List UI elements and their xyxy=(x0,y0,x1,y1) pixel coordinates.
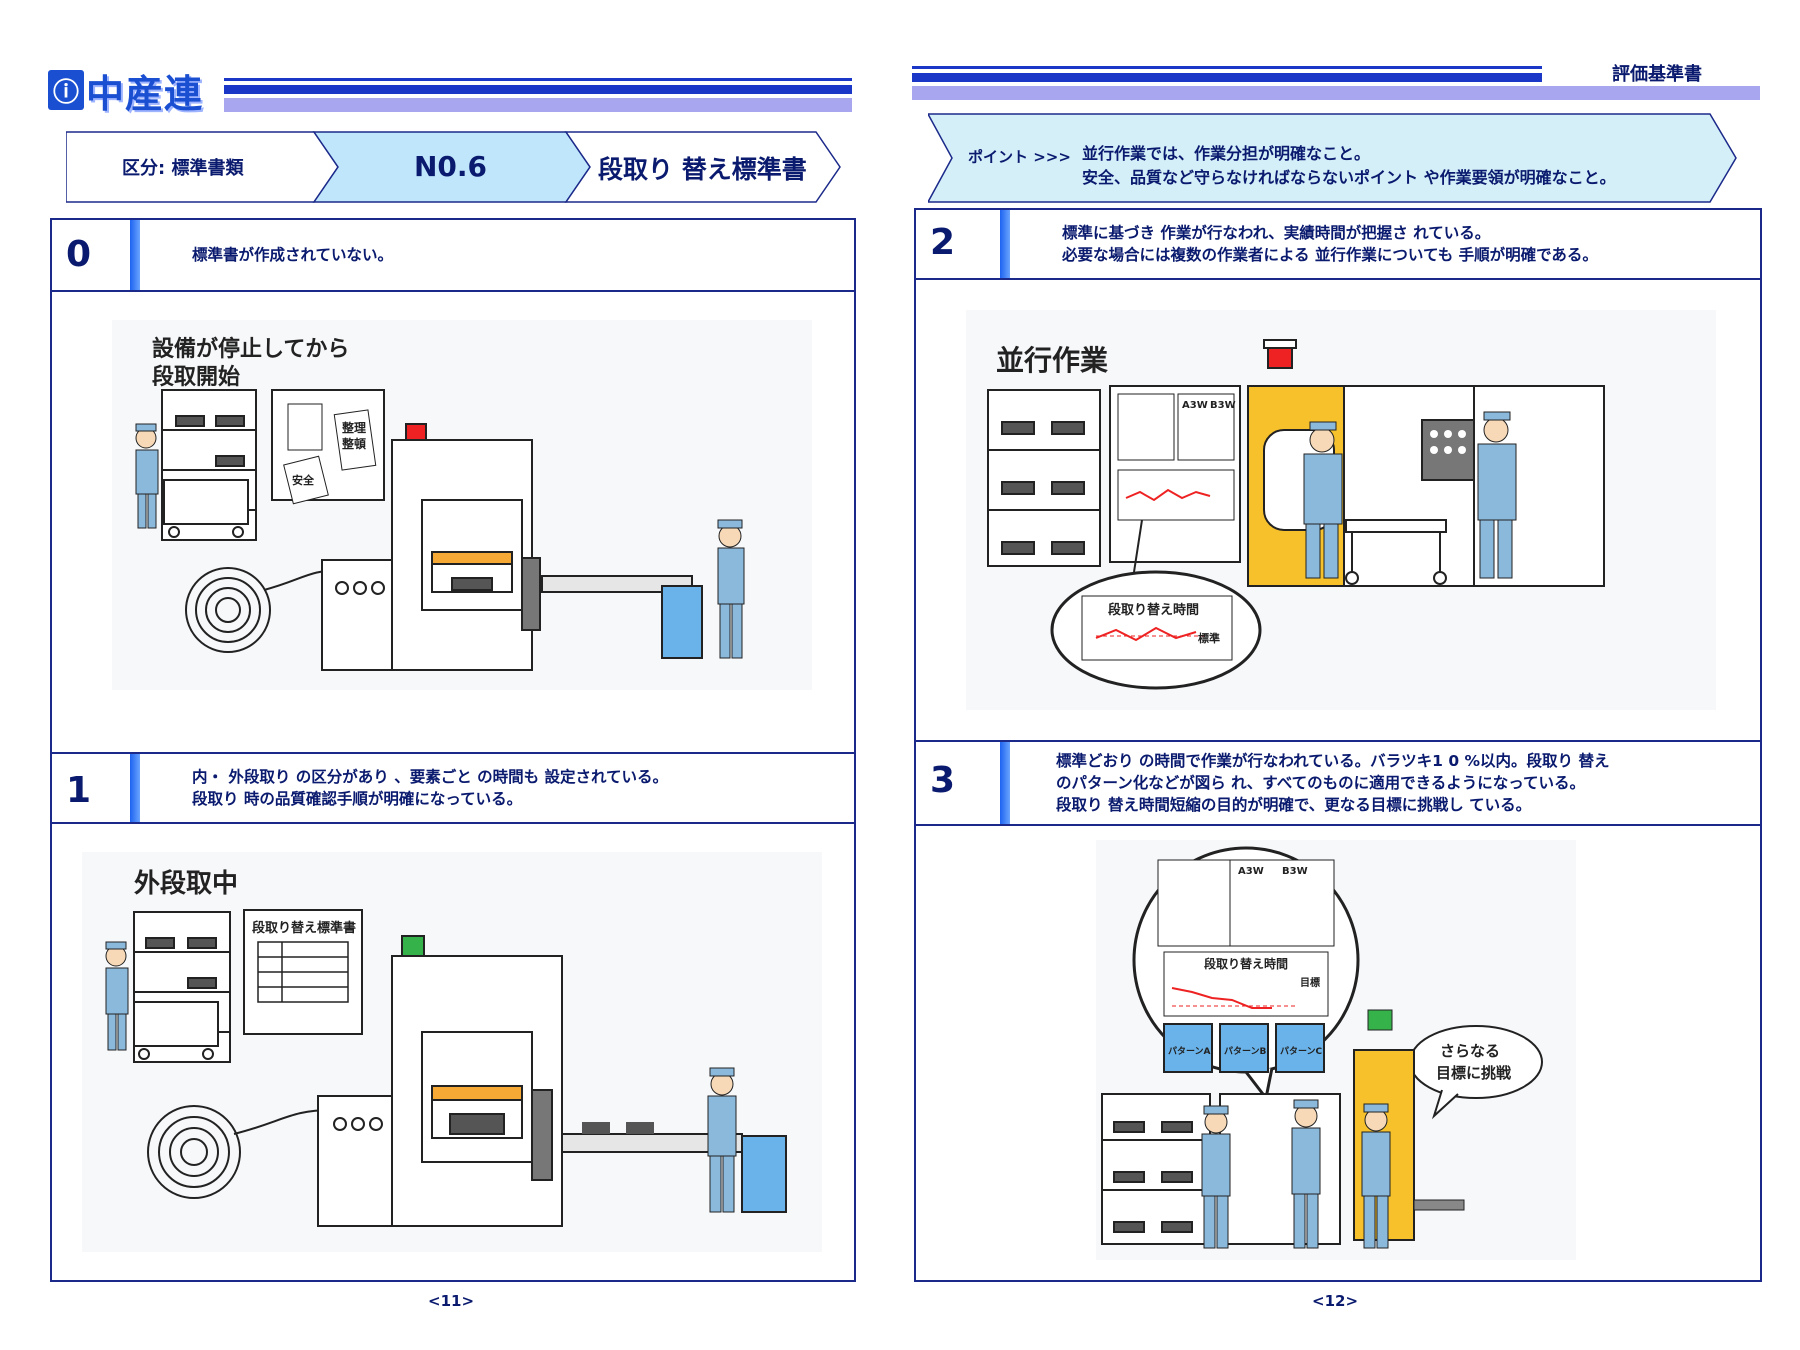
level-1-bar xyxy=(130,754,140,822)
ill3-col-a: A3W xyxy=(1238,866,1264,877)
doc-label: 評価基準書 xyxy=(1612,64,1702,85)
cart-icon xyxy=(133,1001,219,1060)
worker-icon xyxy=(135,423,159,529)
ill2-col-a: A3W xyxy=(1182,400,1208,411)
level-3-desc-1: 標準どおり の時間で作業が行なわれている。バラツキ1 0 %以内。段取り 替え xyxy=(1056,752,1610,770)
category-ribbon: 区分: 標準書類 N0.6 段取り 替え標準書 xyxy=(65,130,846,204)
level-1-desc-2: 段取り 時の品質確認手順が明確になっている。 xyxy=(192,790,523,808)
parallel-work-illustration: 並行作業 A3W B3W 段取り替え時間 標準 xyxy=(966,310,1716,710)
tool-shelf-icon xyxy=(987,389,1101,567)
logo: ⓘ 中産連 xyxy=(48,68,203,116)
ill3-col-b: B3W xyxy=(1282,866,1308,877)
worker-icon xyxy=(717,519,745,659)
ill3-graph-title: 段取り替え時間 xyxy=(1204,956,1288,971)
level-1-number: 1 xyxy=(66,770,92,811)
ill2-col-b: B3W xyxy=(1210,400,1236,411)
ill0-sign-2: 整頓 xyxy=(341,436,366,451)
ill0-note-safety: 安全 xyxy=(292,473,315,487)
worker-icon xyxy=(1201,1105,1231,1249)
worker-icon xyxy=(707,1067,737,1213)
ill2-graph-title: 段取り替え時間 xyxy=(1108,602,1199,618)
worker-icon xyxy=(1361,1103,1391,1249)
category-label: 区分: 標準書類 xyxy=(122,158,244,179)
level-2-number: 2 xyxy=(930,222,956,263)
ill2-graph-note: 標準 xyxy=(1198,631,1220,645)
external-setup-illustration: 外段取中 段取り替え標準書 xyxy=(82,852,822,1252)
ribbon-right-shape xyxy=(926,113,1737,203)
worker-icon xyxy=(1303,421,1343,579)
level-2-desc-2: 必要な場合には複数の作業者による 並行作業についても 手順が明確である。 xyxy=(1062,246,1598,264)
level-1-header: 1 内・ 外段取り の区分があり 、要素ごと の時間も 設定されている。 段取り… xyxy=(52,752,854,824)
page-number-left: <11> xyxy=(428,1292,475,1310)
level-2-bar xyxy=(1000,210,1010,278)
point-line-2: 安全、品質など守らなければならないポイント や作業要領が明確なこと。 xyxy=(1082,168,1616,187)
level-2-desc-1: 標準に基づき 作業が行なわれ、実績時間が把握さ れている。 xyxy=(1062,224,1491,242)
level-3-desc-2: のパターン化などが図ら れ、すべてのものに適用できるようになっている。 xyxy=(1056,774,1585,792)
level-3-desc-3: 段取り 替え時間短縮の目的が明確で、更なる目標に挑戦し ている。 xyxy=(1056,796,1532,814)
ill1-board-title: 段取り替え標準書 xyxy=(252,920,356,936)
ill3-bin-b: パターンB xyxy=(1224,1045,1267,1057)
press-machine-icon xyxy=(321,423,541,671)
control-panel-icon xyxy=(1421,419,1475,481)
point-label: ポイント >>> xyxy=(968,148,1071,166)
right-panel: 2 標準に基づき 作業が行なわれ、実績時間が把握さ れている。 必要な場合には複… xyxy=(914,208,1762,1282)
worker-icon xyxy=(105,941,129,1051)
logo-mark-icon: ⓘ xyxy=(48,70,84,110)
standard-number: N0.6 xyxy=(414,150,488,183)
level-3-header: 3 標準どおり の時間で作業が行なわれている。バラツキ1 0 %以内。段取り 替… xyxy=(916,740,1760,826)
ill2-caption: 並行作業 xyxy=(996,344,1108,377)
level-3-number: 3 xyxy=(930,760,956,801)
ill3-bubble-1: さらなる xyxy=(1440,1042,1500,1060)
changeover-waiting-illustration: 設備が停止してから 段取開始 整理 整頓 安全 xyxy=(112,320,812,690)
ill3-bubble-2: 目標に挑戦 xyxy=(1436,1064,1512,1082)
tool-shelf-icon xyxy=(1101,1093,1211,1245)
level-0-desc: 標準書が作成されていない。 xyxy=(192,246,394,264)
left-panel: 0 標準書が作成されていない。 設備が停止してから 段取開始 整理 整頓 安全 xyxy=(50,218,856,1282)
worker-icon xyxy=(1477,411,1517,579)
ill3-graph-note: 目標 xyxy=(1300,976,1320,989)
level-0-header: 0 標準書が作成されていない。 xyxy=(52,220,854,292)
level-0-number: 0 xyxy=(66,234,92,275)
ill0-caption-1: 設備が停止してから xyxy=(152,336,349,362)
parts-bin-icon xyxy=(741,1135,787,1213)
illustration-level-3: A3W B3W 段取り替え時間 目標 パターンA パターンB パターンC さらな… xyxy=(1096,840,1576,1260)
point-ribbon: ポイント >>> 並行作業では、作業分担が明確なこと。 安全、品質など守らなけれ… xyxy=(926,112,1738,204)
target-challenge-illustration: A3W B3W 段取り替え時間 目標 パターンA パターンB パターンC さらな… xyxy=(1096,840,1576,1260)
cart-icon xyxy=(1345,519,1447,585)
ill0-sign-1: 整理 xyxy=(341,420,366,435)
illustration-level-1: 外段取中 段取り替え標準書 xyxy=(82,852,822,1252)
steel-coil-icon xyxy=(185,567,343,653)
ill3-bin-c: パターンC xyxy=(1280,1045,1323,1057)
level-1-desc-1: 内・ 外段取り の区分があり 、要素ごと の時間も 設定されている。 xyxy=(192,768,669,786)
level-3-bar xyxy=(1000,742,1010,824)
worker-icon xyxy=(1291,1099,1321,1249)
point-line-1: 並行作業では、作業分担が明確なこと。 xyxy=(1082,144,1371,163)
ribbon-left-shape xyxy=(65,131,841,203)
standard-title: 段取り 替え標準書 xyxy=(598,155,807,184)
header-rules-right xyxy=(912,66,1760,100)
illustration-level-2: 並行作業 A3W B3W 段取り替え時間 標準 xyxy=(966,310,1716,710)
parts-bin-icon xyxy=(1163,1023,1325,1073)
ill1-caption: 外段取中 xyxy=(134,868,238,899)
cart-icon xyxy=(163,479,249,538)
level-2-header: 2 標準に基づき 作業が行なわれ、実績時間が把握さ れている。 必要な場合には複… xyxy=(916,210,1760,280)
ill3-bin-a: パターンA xyxy=(1168,1045,1211,1057)
level-0-bar xyxy=(130,220,140,290)
header-rules-left xyxy=(224,78,852,112)
parts-bin-icon xyxy=(661,585,703,659)
press-machine-icon xyxy=(317,935,563,1227)
logo-text: 中産連 xyxy=(86,71,204,116)
ill0-caption-2: 段取開始 xyxy=(152,364,240,390)
illustration-level-0: 設備が停止してから 段取開始 整理 整頓 安全 xyxy=(112,320,812,690)
page-number-right: <12> xyxy=(1312,1292,1359,1310)
